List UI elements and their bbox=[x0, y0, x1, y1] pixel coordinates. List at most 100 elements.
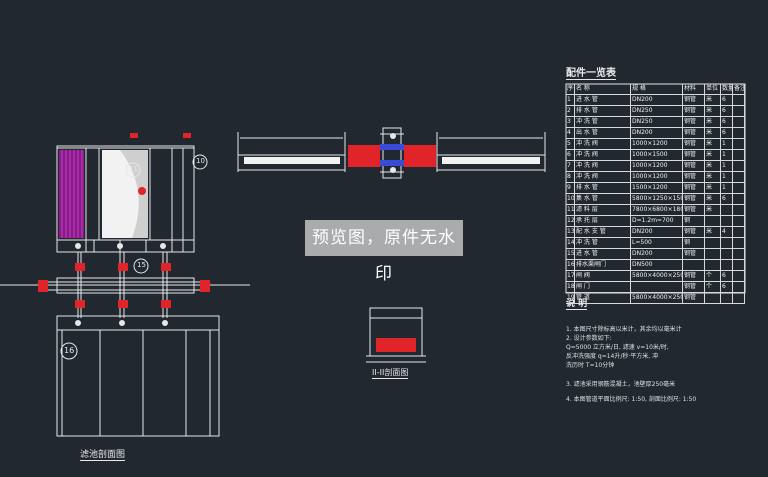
table-cell bbox=[705, 260, 721, 270]
callout-15: 15 bbox=[137, 261, 146, 269]
table-cell: 1 bbox=[721, 139, 733, 149]
table-cell bbox=[733, 238, 745, 248]
table-cell: DN200 bbox=[631, 95, 683, 105]
filter-media-magenta bbox=[59, 150, 84, 238]
table-cell bbox=[733, 183, 745, 193]
table-cell: 17 bbox=[567, 271, 575, 281]
table-cell: 钢管 bbox=[683, 117, 705, 127]
table-cell bbox=[733, 150, 745, 160]
table-cell bbox=[733, 249, 745, 259]
table-cell: 1 bbox=[721, 150, 733, 160]
table-cell: 单位 bbox=[705, 84, 721, 94]
table-cell bbox=[733, 161, 745, 171]
table-cell: 材料 bbox=[683, 84, 705, 94]
table-cell bbox=[721, 238, 733, 248]
table-cell bbox=[733, 271, 745, 281]
callout-16: 16 bbox=[64, 346, 75, 355]
table-cell: 冲 洗 阀 bbox=[575, 161, 631, 171]
table-cell bbox=[705, 238, 721, 248]
table-cell: 14 bbox=[567, 238, 575, 248]
table-cell bbox=[631, 282, 683, 292]
table-cell: 7800×6800×1800 bbox=[632, 205, 683, 215]
table-cell: 5800×4000×2500 bbox=[632, 293, 683, 303]
table-cell: 15 bbox=[567, 249, 575, 259]
table-cell: 钢管 bbox=[683, 172, 705, 182]
table-cell: DN200 bbox=[631, 249, 683, 259]
table-cell: 1500×1200 bbox=[631, 183, 683, 193]
table-cell: 排水渠闸门 bbox=[575, 260, 631, 270]
table-cell: 钢管 bbox=[683, 128, 705, 138]
table-cell bbox=[733, 227, 745, 237]
table-cell bbox=[733, 106, 745, 116]
table-cell: 米 bbox=[705, 194, 721, 204]
note-line: Q=5000 立方米/日, 滤速 v=10米/时, bbox=[566, 344, 669, 351]
table-cell: 2 bbox=[566, 106, 575, 116]
table-cell: 米 bbox=[705, 172, 721, 182]
table-cell: 4 bbox=[721, 227, 733, 237]
table-cell: L=500 bbox=[631, 238, 683, 248]
table-cell: 钢管 bbox=[683, 150, 705, 160]
table-cell: 16 bbox=[567, 260, 575, 270]
table-cell: 钢管 bbox=[683, 183, 705, 193]
table-cell: 3 bbox=[566, 117, 575, 127]
table-cell: 冲 洗 阀 bbox=[575, 150, 631, 160]
table-cell bbox=[721, 216, 733, 226]
table-cell: 闸 门 bbox=[575, 282, 631, 292]
table-cell: 个 bbox=[705, 271, 721, 281]
table-cell bbox=[733, 293, 745, 303]
table-cell: 排 水 管 bbox=[575, 183, 631, 193]
table-cell: 1000×1200 bbox=[631, 161, 683, 171]
table-cell bbox=[733, 172, 745, 182]
table-cell: 6 bbox=[721, 271, 733, 281]
table-cell: 钢管 bbox=[683, 194, 705, 204]
table-cell: 钢管 bbox=[683, 205, 705, 215]
table-cell: 钢管 bbox=[683, 271, 705, 281]
table-cell: 冲 洗 阀 bbox=[575, 139, 631, 149]
table-cell bbox=[705, 216, 721, 226]
table-cell: 序号 bbox=[567, 84, 575, 94]
table-cell: 米 bbox=[705, 128, 721, 138]
table-cell: 规 格 bbox=[631, 84, 683, 94]
table-cell: 钢管 bbox=[683, 282, 705, 292]
table-cell: 5 bbox=[566, 139, 575, 149]
parts-table-outline bbox=[565, 83, 746, 294]
table-cell: 5800×4000×2500 bbox=[632, 271, 683, 281]
table-cell: DN500 bbox=[631, 260, 683, 270]
table-cell bbox=[705, 249, 721, 259]
table-cell: 1 bbox=[721, 183, 733, 193]
table-cell: 钢 bbox=[683, 238, 705, 248]
table-cell bbox=[721, 205, 733, 215]
table-cell: 6 bbox=[566, 150, 575, 160]
table-cell bbox=[733, 282, 745, 292]
table-cell bbox=[721, 260, 733, 270]
table-cell: 1 bbox=[721, 161, 733, 171]
table-cell: 集 水 管 bbox=[575, 194, 631, 204]
table-cell: 1000×1500 bbox=[631, 150, 683, 160]
table-cell bbox=[733, 117, 745, 127]
table-cell: 钢管 bbox=[683, 161, 705, 171]
table-cell: 钢管 bbox=[683, 249, 705, 259]
callout-10: 10 bbox=[196, 157, 205, 165]
table-cell: 承 托 层 bbox=[575, 216, 631, 226]
table-cell: 钢 bbox=[683, 216, 705, 226]
table-cell: 米 bbox=[705, 205, 721, 215]
table-cell bbox=[733, 194, 745, 204]
table-cell bbox=[733, 95, 745, 105]
table-cell: DN200 bbox=[631, 128, 683, 138]
table-cell: 8 bbox=[566, 172, 575, 182]
table-cell: 6 bbox=[721, 128, 733, 138]
note-line: 1. 本图尺寸除标高以米计，其余均以毫米计 bbox=[566, 326, 682, 333]
table-cell: 滤 料 层 bbox=[575, 205, 631, 215]
table-cell: 米 bbox=[705, 106, 721, 116]
